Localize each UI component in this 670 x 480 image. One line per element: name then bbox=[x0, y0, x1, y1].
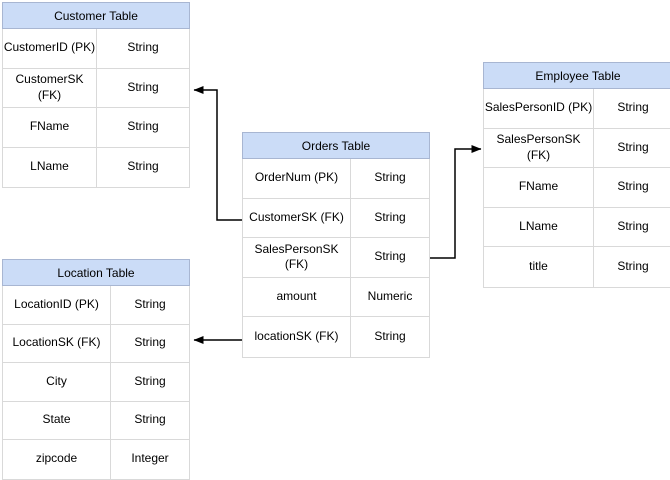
table-header: Location Table bbox=[2, 259, 190, 286]
table-employee[interactable]: Employee Table SalesPersonID (PK) String… bbox=[483, 62, 670, 288]
table-row: amount Numeric bbox=[243, 277, 429, 317]
type-cell: Integer bbox=[131, 451, 169, 466]
table-row: SalesPersonID (PK) String bbox=[484, 89, 670, 129]
type-cell: String bbox=[134, 335, 166, 350]
type-cell: String bbox=[374, 170, 406, 185]
type-cell: String bbox=[617, 258, 649, 273]
table-location[interactable]: Location Table LocationID (PK) String Lo… bbox=[2, 259, 190, 480]
type-cell: String bbox=[127, 79, 159, 94]
field-cell: FName bbox=[484, 168, 594, 207]
connector-orders-to-employee bbox=[430, 145, 482, 259]
table-row: State String bbox=[3, 401, 189, 440]
table-row: CustomerSK (FK) String bbox=[243, 198, 429, 238]
table-orders[interactable]: Orders Table OrderNum (PK) String Custom… bbox=[242, 132, 430, 358]
field-cell: CustomerSK (FK) bbox=[3, 68, 97, 107]
field-cell: City bbox=[3, 363, 111, 401]
type-cell: String bbox=[134, 373, 166, 388]
type-cell: String bbox=[374, 328, 406, 343]
field-cell: LName bbox=[484, 207, 594, 246]
type-cell: String bbox=[134, 412, 166, 427]
type-cell: String bbox=[127, 40, 159, 55]
table-row: LocationSK (FK) String bbox=[3, 324, 189, 363]
type-cell: String bbox=[617, 139, 649, 154]
table-customer[interactable]: Customer Table CustomerID (PK) String Cu… bbox=[2, 2, 190, 188]
table-row: CustomerID (PK) String bbox=[3, 29, 189, 69]
type-cell: Numeric bbox=[367, 288, 413, 303]
field-cell: LName bbox=[3, 147, 97, 187]
field-cell: locationSK (FK) bbox=[243, 317, 351, 357]
field-cell: amount bbox=[243, 277, 351, 316]
table-row: OrderNum (PK) String bbox=[243, 159, 429, 199]
type-cell: String bbox=[617, 100, 649, 115]
field-cell: LocationSK (FK) bbox=[3, 324, 111, 362]
field-cell: SalesPersonSK (FK) bbox=[484, 128, 594, 167]
field-cell: OrderNum (PK) bbox=[243, 159, 351, 198]
table-row: FName String bbox=[484, 168, 670, 208]
table-row: SalesPersonSK (FK) String bbox=[243, 238, 429, 278]
table-row: LName String bbox=[484, 207, 670, 247]
field-cell: title bbox=[484, 247, 594, 287]
field-cell: LocationID (PK) bbox=[3, 286, 111, 324]
table-row: CustomerSK (FK) String bbox=[3, 68, 189, 108]
table-row: locationSK (FK) String bbox=[243, 317, 429, 357]
connector-orders-to-customer bbox=[193, 86, 242, 221]
type-cell: String bbox=[374, 209, 406, 224]
table-row: LocationID (PK) String bbox=[3, 286, 189, 325]
table-row: SalesPersonSK (FK) String bbox=[484, 128, 670, 168]
type-cell: String bbox=[374, 249, 406, 264]
table-row: FName String bbox=[3, 108, 189, 148]
table-row: City String bbox=[3, 363, 189, 402]
table-header: Customer Table bbox=[2, 2, 190, 29]
type-cell: String bbox=[134, 296, 166, 311]
type-cell: String bbox=[617, 179, 649, 194]
field-cell: zipcode bbox=[3, 440, 111, 479]
field-cell: SalesPersonID (PK) bbox=[484, 89, 594, 128]
table-row: zipcode Integer bbox=[3, 440, 189, 479]
field-cell: SalesPersonSK (FK) bbox=[243, 238, 351, 277]
field-cell: State bbox=[3, 401, 111, 439]
table-row: title String bbox=[484, 247, 670, 287]
field-cell: FName bbox=[3, 108, 97, 147]
table-row: LName String bbox=[3, 147, 189, 187]
field-cell: CustomerSK (FK) bbox=[243, 198, 351, 237]
type-cell: String bbox=[127, 119, 159, 134]
field-cell: CustomerID (PK) bbox=[3, 29, 97, 68]
type-cell: String bbox=[617, 218, 649, 233]
table-header: Employee Table bbox=[483, 62, 670, 89]
table-header: Orders Table bbox=[242, 132, 430, 159]
type-cell: String bbox=[127, 159, 159, 174]
